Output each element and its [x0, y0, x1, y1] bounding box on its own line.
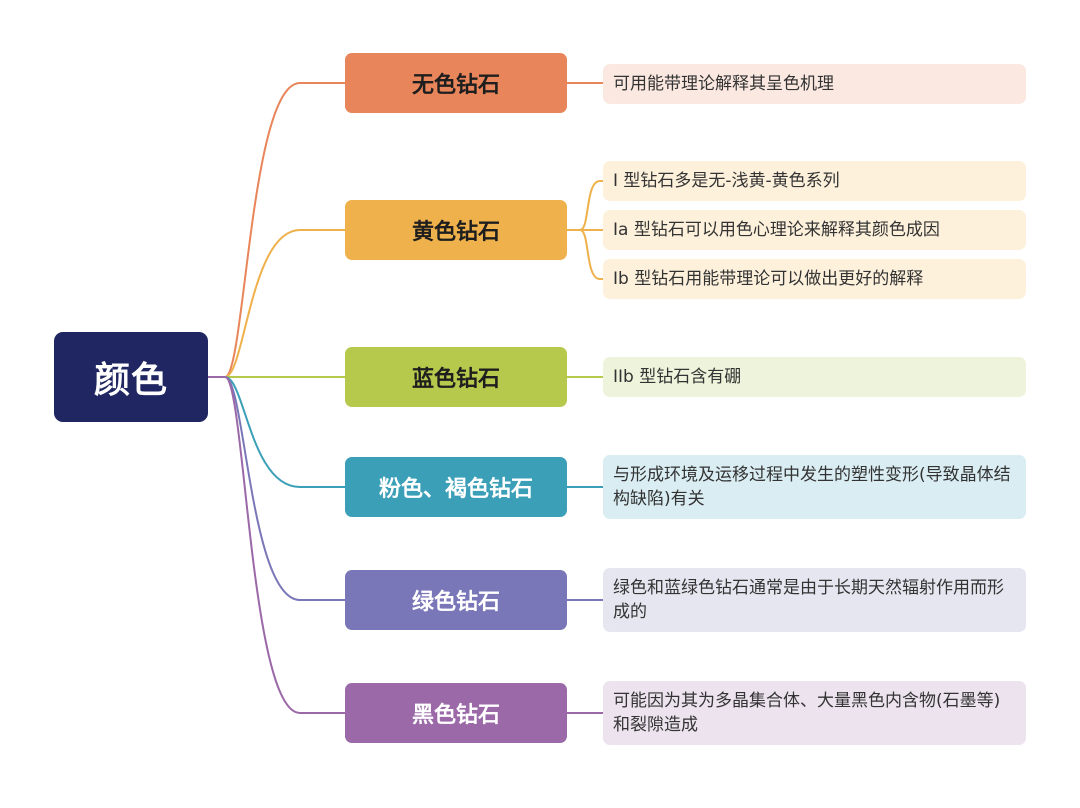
link-yellow-leaf-1	[567, 180, 603, 231]
branch-green-diamond: 绿色钻石	[345, 570, 567, 630]
leaf-colorless-1: 可用能带理论解释其呈色机理	[603, 64, 1026, 104]
leaf-green-1: 绿色和蓝绿色钻石通常是由于长期天然辐射作用而形成的	[603, 568, 1026, 632]
branch-yellow-diamond: 黄色钻石	[345, 200, 567, 260]
root-node: 颜色	[54, 332, 208, 422]
leaf-pink-brown-1: 与形成环境及运移过程中发生的塑性变形(导致晶体结构缺陷)有关	[603, 455, 1026, 519]
link-root-green	[208, 376, 345, 601]
link-root-black	[208, 376, 345, 714]
leaf-yellow-2: Ia 型钻石可以用色心理论来解释其颜色成因	[603, 210, 1026, 250]
link-yellow-leaf-3	[567, 229, 603, 280]
link-root-yellow	[208, 229, 345, 378]
leaf-yellow-3: Ib 型钻石用能带理论可以做出更好的解释	[603, 259, 1026, 299]
leaf-blue-1: IIb 型钻石含有硼	[603, 357, 1026, 397]
leaf-black-1: 可能因为其为多晶集合体、大量黑色内含物(石墨等)和裂隙造成	[603, 681, 1026, 745]
branch-colorless-diamond: 无色钻石	[345, 53, 567, 113]
leaf-yellow-1: Ⅰ 型钻石多是无-浅黄-黄色系列	[603, 161, 1026, 201]
branch-pink-brown-diamond: 粉色、褐色钻石	[345, 457, 567, 517]
link-root-colorless	[208, 82, 345, 378]
branch-blue-diamond: 蓝色钻石	[345, 347, 567, 407]
link-root-pink-brown	[208, 376, 345, 488]
branch-black-diamond: 黑色钻石	[345, 683, 567, 743]
